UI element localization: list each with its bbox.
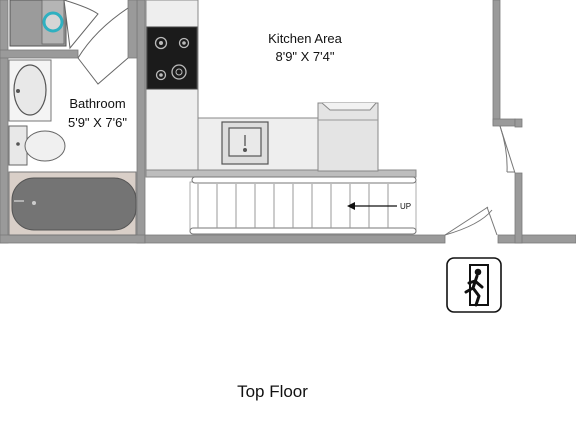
wall-bath-top-right	[127, 0, 138, 59]
wall-right-lower	[514, 172, 523, 244]
bathtub	[8, 171, 137, 236]
washer	[9, 0, 67, 47]
kitchen-room-name: Kitchen Area	[268, 31, 342, 46]
toilet-icon	[24, 130, 66, 162]
bathroom-door[interactable]	[77, 7, 129, 85]
bathtub-icon	[11, 177, 137, 231]
sink-icon	[13, 64, 47, 116]
kitchen-sink	[221, 121, 269, 165]
stair-up-label: UP	[400, 202, 411, 211]
wall-right-notch2	[514, 118, 523, 128]
kitchen-dimensions: 8'9" X 7'4"	[275, 49, 335, 64]
walls	[0, 0, 576, 244]
floor-title: Top Floor	[237, 382, 308, 401]
wall-right-notch	[492, 118, 516, 127]
refrigerator	[317, 102, 379, 172]
wall-left	[0, 0, 9, 244]
laundry-door[interactable]	[63, 0, 99, 50]
wall-bath-top	[0, 49, 79, 59]
wall-bottom-left	[0, 234, 146, 244]
entry-door[interactable]	[444, 206, 498, 236]
stove-icon	[146, 26, 198, 90]
toilet	[8, 125, 66, 166]
closet-door[interactable]	[499, 125, 516, 174]
bathroom-dimensions: 5'9" X 7'6"	[67, 115, 127, 130]
wall-bottom-right	[497, 234, 576, 244]
staircase: UP	[189, 176, 417, 235]
washer-icon	[42, 11, 64, 33]
bathroom-vanity	[8, 59, 52, 122]
emergency-exit-sign	[446, 257, 502, 313]
stair-rail-top	[191, 176, 417, 184]
bathroom-room-name: Bathroom	[69, 96, 126, 111]
stair-rail-bottom	[189, 227, 417, 235]
cooktop	[146, 26, 198, 90]
wall-bottom-mid	[144, 234, 446, 244]
wall-right-upper	[492, 0, 501, 126]
emergency-exit-icon	[464, 264, 489, 307]
